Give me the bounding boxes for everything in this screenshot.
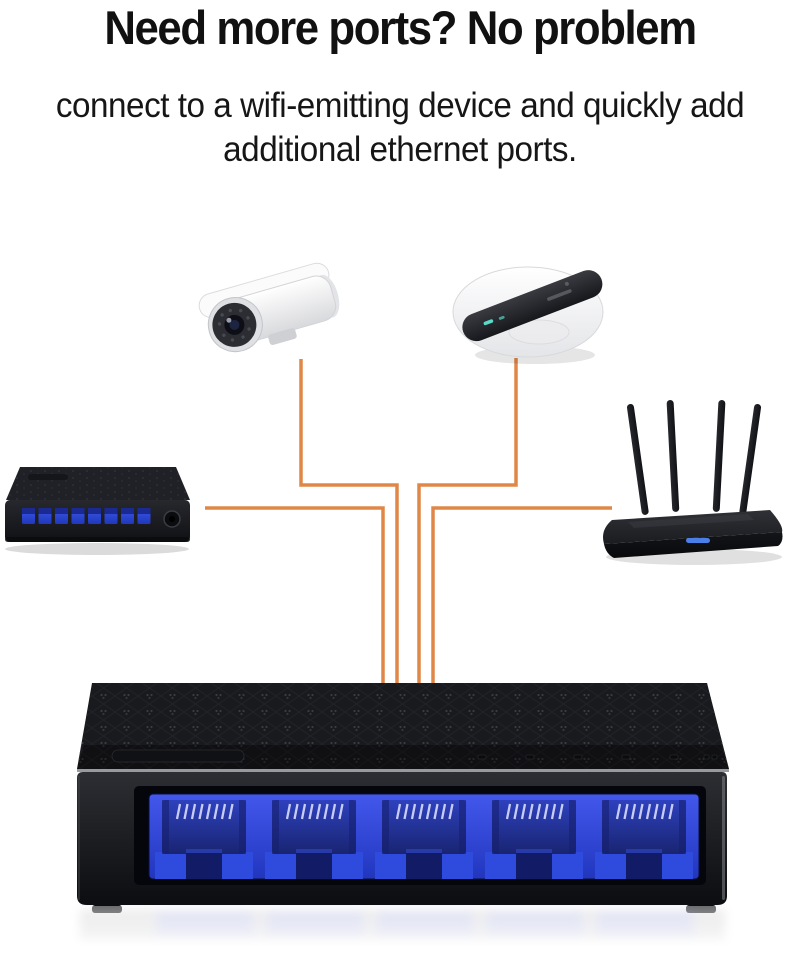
switch-front — [77, 772, 727, 913]
ethernet-port — [38, 508, 52, 524]
wifi-router-image — [598, 396, 798, 568]
subheadline: connect to a wifi-emitting device and qu… — [20, 84, 780, 172]
mini-switch-logo — [28, 474, 68, 480]
ethernet-port — [88, 508, 101, 524]
mini-switch-image — [0, 455, 200, 560]
ethernet-port — [104, 508, 118, 524]
headline: Need more ports? No problem — [104, 1, 697, 54]
ethernet-port — [263, 798, 365, 881]
status-led-band — [462, 270, 603, 342]
switch-top — [77, 683, 729, 772]
main-switch-image — [0, 683, 800, 971]
ethernet-port — [483, 798, 585, 881]
wifi-access-point-image — [443, 258, 613, 370]
security-camera-image — [198, 256, 358, 368]
router-antennas — [626, 399, 762, 515]
ethernet-port — [137, 508, 151, 524]
mini-switch-icon — [5, 467, 190, 555]
ethernet-ports — [153, 798, 695, 881]
led-windows — [477, 754, 718, 760]
access-point-cable — [417, 358, 518, 688]
router-cable — [431, 506, 612, 688]
router-led — [686, 538, 710, 543]
wifi-router-icon — [603, 399, 783, 565]
ethernet-port — [22, 508, 35, 524]
subheadline-line-2: additional ethernet ports. — [223, 130, 577, 169]
ethernet-port — [373, 798, 475, 881]
ethernet-port — [153, 798, 255, 881]
ethernet-port — [593, 798, 695, 881]
wifi-access-point-icon — [452, 266, 604, 364]
camera-cable — [299, 359, 399, 688]
ethernet-port — [71, 508, 85, 524]
security-camera-icon — [198, 262, 340, 353]
cables — [205, 358, 612, 688]
ethernet-port — [55, 508, 68, 524]
subheadline-line-1: connect to a wifi-emitting device and qu… — [55, 86, 745, 125]
brand-logo-embossed — [111, 749, 245, 763]
mini-switch-cable — [205, 506, 385, 688]
ethernet-port — [121, 508, 134, 524]
